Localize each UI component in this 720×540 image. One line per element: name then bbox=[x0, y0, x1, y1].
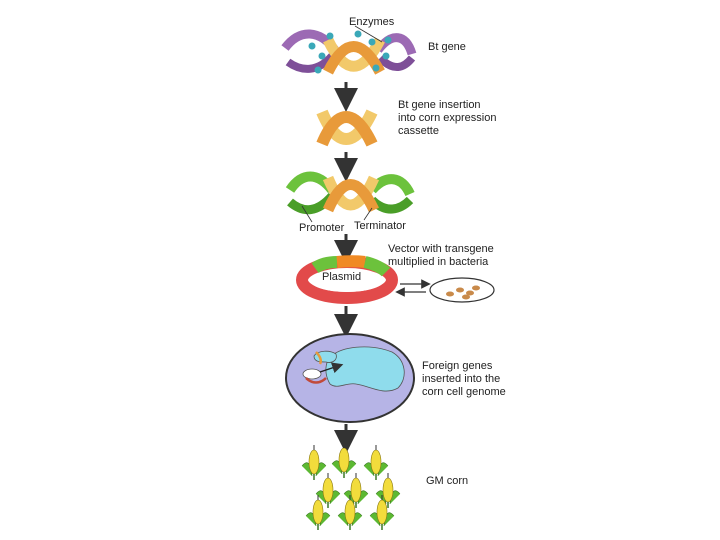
expression-cassette bbox=[285, 171, 415, 223]
corn-cob bbox=[344, 499, 356, 525]
corn-cob bbox=[382, 477, 394, 503]
corn-cob bbox=[376, 499, 388, 525]
corn-plant bbox=[301, 445, 327, 480]
plasmid-terminator-segment bbox=[363, 256, 391, 277]
bacteria-colony bbox=[466, 290, 474, 296]
corn-plant bbox=[305, 495, 331, 530]
transgene-fragment bbox=[305, 377, 327, 384]
enzyme-dot bbox=[354, 30, 362, 38]
plasmid-ring-hole bbox=[311, 270, 383, 292]
enzyme-dot bbox=[326, 32, 334, 40]
nucleus bbox=[325, 346, 405, 392]
label-promoter: Promoter bbox=[299, 222, 345, 234]
gene-strand bbox=[323, 37, 385, 72]
bacteria-colony bbox=[446, 291, 454, 297]
corn-plant bbox=[369, 495, 395, 530]
bacteria-colony bbox=[472, 285, 480, 291]
enzyme-dot bbox=[314, 66, 322, 74]
label-plasmid: Plasmid bbox=[322, 271, 361, 283]
corn-plant bbox=[337, 495, 363, 530]
label-insertion: Bt gene insertion into corn expression c… bbox=[398, 99, 500, 137]
label-enzymes: Enzymes bbox=[349, 16, 395, 28]
corn-cob bbox=[312, 499, 324, 525]
transgene-fragment bbox=[315, 351, 323, 365]
transgene-vesicle bbox=[302, 368, 322, 380]
dna-with-enzymes bbox=[281, 25, 417, 75]
label-foreign-genes: Foreign genes inserted into the corn cel… bbox=[422, 360, 506, 398]
enzyme-dot bbox=[372, 64, 380, 72]
enzymes-leader-line bbox=[354, 25, 383, 43]
terminator-leader-line bbox=[363, 207, 373, 221]
promoter-leader-line bbox=[301, 205, 313, 223]
corn-cob bbox=[322, 477, 334, 503]
enzyme-dot bbox=[382, 52, 390, 60]
label-terminator: Terminator bbox=[354, 220, 406, 232]
label-gm-corn: GM corn bbox=[426, 475, 468, 487]
gene-strand bbox=[322, 179, 379, 213]
gm-corn-plants bbox=[301, 443, 401, 530]
corn-plant bbox=[363, 445, 389, 480]
corn-plant bbox=[331, 443, 357, 478]
left-flank-strand bbox=[285, 53, 336, 73]
petri-dish bbox=[429, 277, 495, 303]
enzyme-dot bbox=[384, 36, 392, 44]
plasmid-promoter-segment bbox=[311, 256, 338, 274]
plasmid-gene-segment bbox=[336, 255, 366, 268]
gene-strand bbox=[316, 109, 378, 145]
isolated-bt-gene bbox=[316, 109, 378, 147]
gene-strand bbox=[322, 175, 380, 211]
corn-cob bbox=[370, 449, 382, 475]
right-flank-strand bbox=[377, 55, 416, 71]
corn-cell bbox=[285, 333, 415, 423]
label-bt-gene: Bt gene bbox=[428, 41, 466, 53]
gene-strand bbox=[316, 111, 378, 147]
corn-cob bbox=[308, 449, 320, 475]
corn-plant bbox=[315, 473, 341, 508]
bacteria-colony bbox=[456, 287, 464, 293]
plasmid-ring bbox=[296, 255, 398, 304]
insertion-arrow bbox=[319, 362, 344, 374]
enzyme-dot bbox=[368, 38, 376, 46]
enzyme-dot bbox=[318, 52, 326, 60]
corn-cob bbox=[338, 447, 350, 473]
enzyme-dot bbox=[308, 42, 316, 50]
bacteria-colony bbox=[462, 294, 470, 300]
corn-cob bbox=[350, 477, 362, 503]
gene-strand bbox=[323, 41, 385, 75]
label-vector: Vector with transgene multiplied in bact… bbox=[388, 243, 497, 268]
